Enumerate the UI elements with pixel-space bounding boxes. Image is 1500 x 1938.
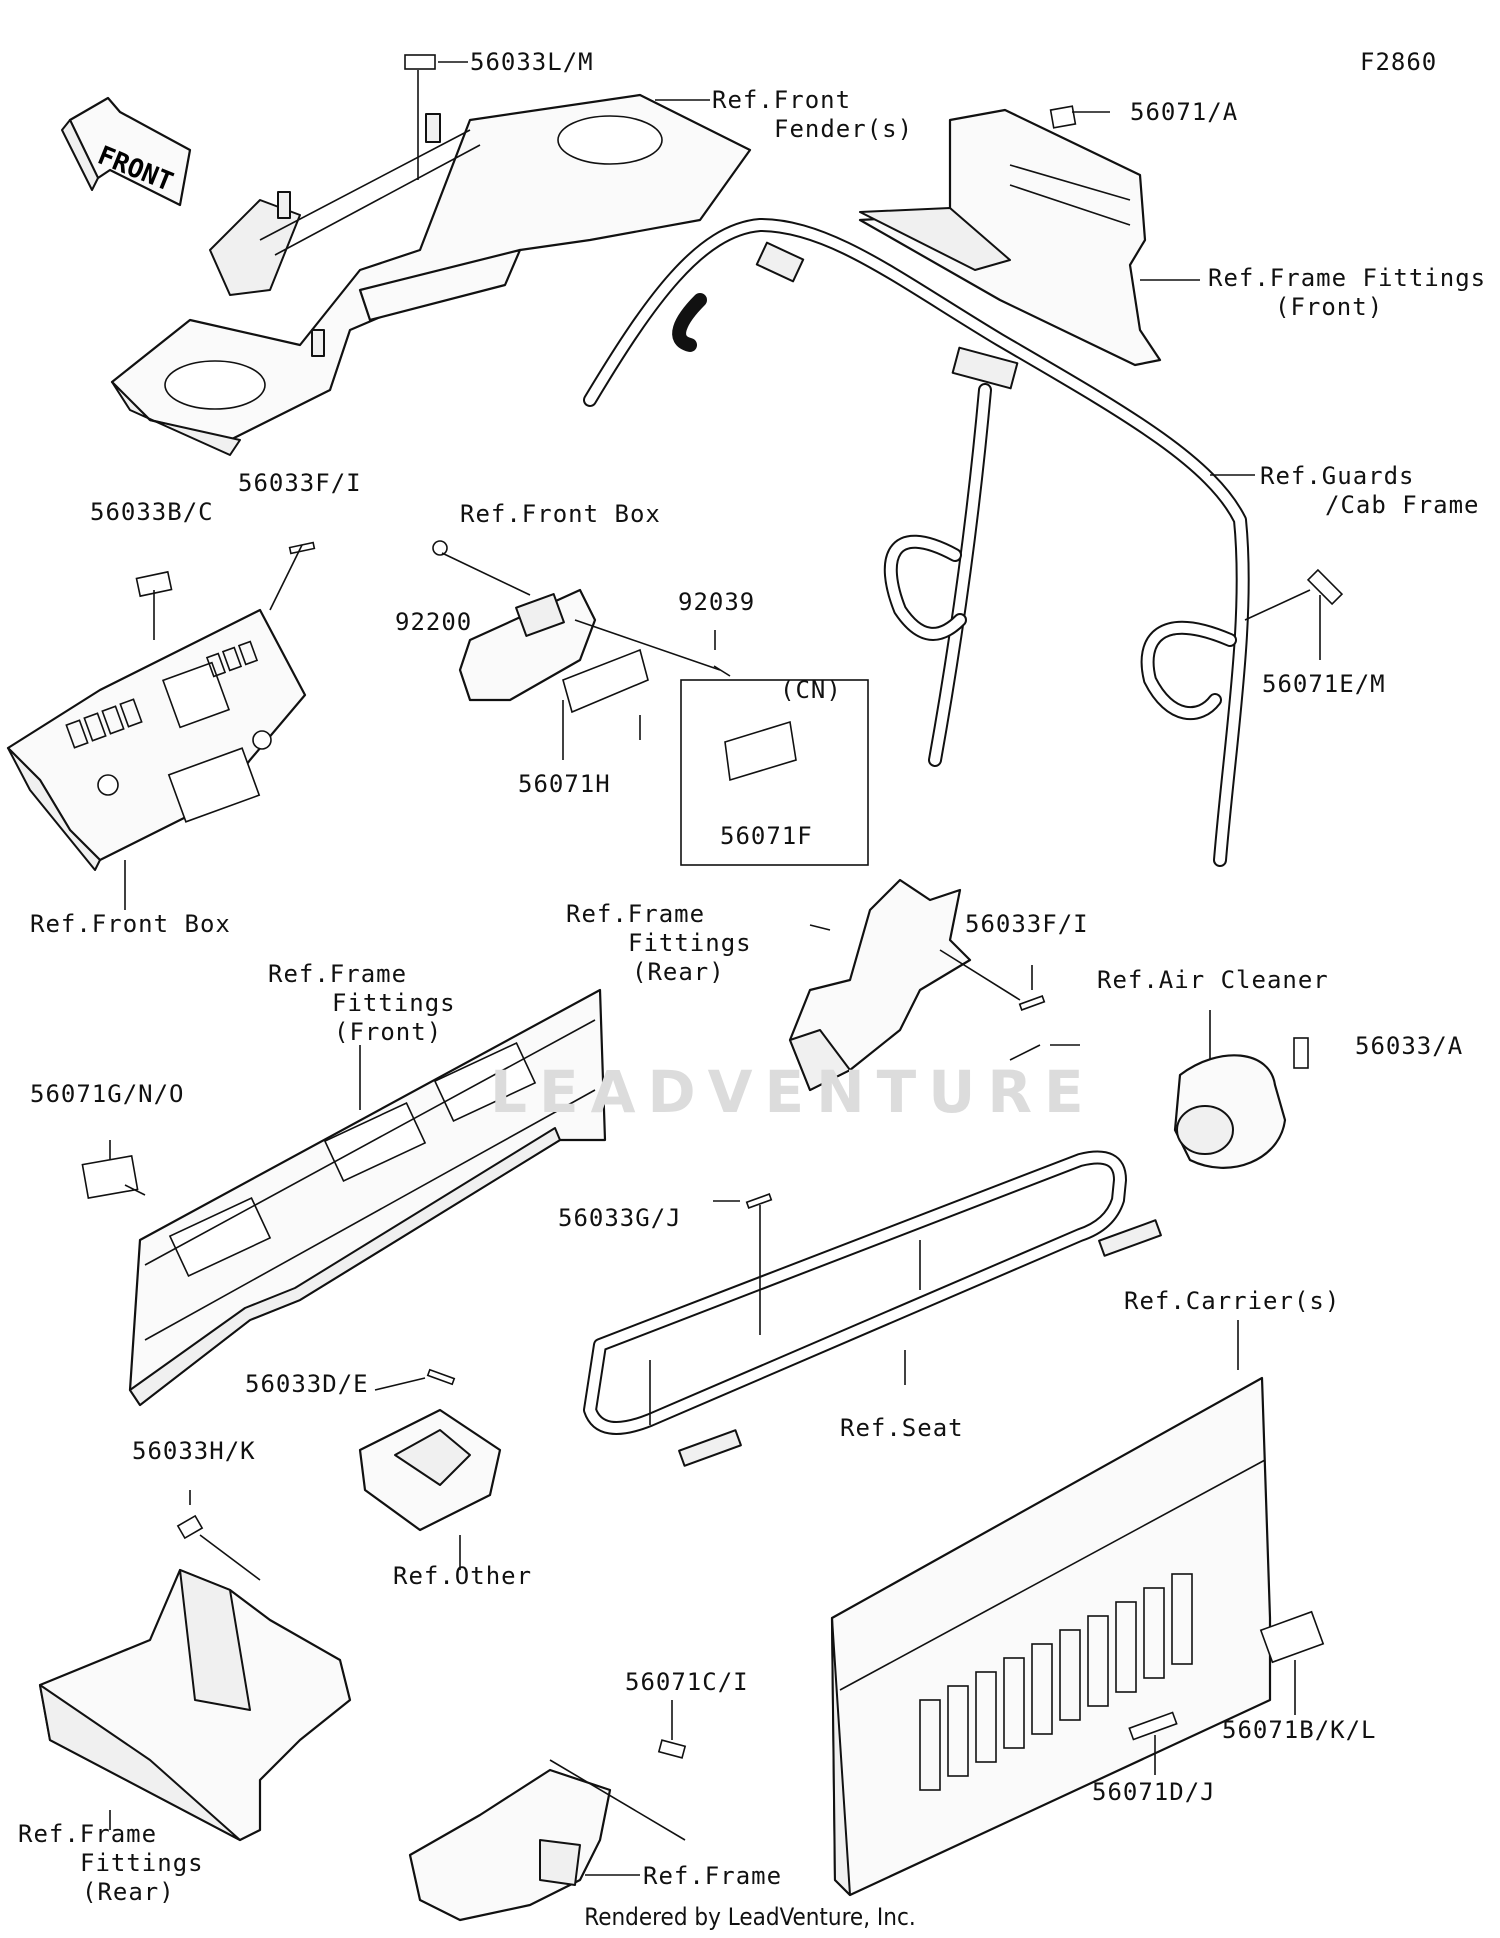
label-ref-frame-fittings-rear-1b: Fittings — [628, 929, 752, 957]
leader-lines — [109, 61, 1321, 1876]
front-fender-assembly — [110, 54, 752, 456]
label-ref-front-box-1: Ref.Front Box — [460, 500, 661, 528]
label-ref-front-fender-2: Fender(s) — [774, 115, 914, 143]
label-56071GNO: 56071G/N/O — [30, 1080, 185, 1108]
front-box-lid — [432, 540, 797, 782]
label-ref-frame-fittings-rear-2c: (Rear) — [82, 1878, 175, 1906]
label-56071DJ: 56071D/J — [1092, 1778, 1216, 1806]
label-56033DE: 56033D/E — [245, 1370, 369, 1398]
cn-box — [680, 679, 869, 866]
label-56033A: 56033/A — [1355, 1032, 1464, 1060]
label-ref-front-box-2: Ref.Front Box — [30, 910, 231, 938]
frame-fittings-rear-small — [788, 878, 1046, 1092]
label-ref-frame-fittings-rear-1c: (Rear) — [632, 958, 725, 986]
label-ref-frame-fittings-rear-2b: Fittings — [80, 1849, 204, 1877]
label-56071F: 56071F — [720, 822, 813, 850]
air-cleaner — [1173, 1037, 1309, 1169]
label-92039: 92039 — [678, 588, 756, 616]
label-ref-frame-fittings-rear-1a: Ref.Frame — [566, 900, 706, 928]
label-56033BC: 56033B/C — [90, 498, 214, 526]
label-ref-frame-fittings-front-2a: Ref.Frame — [268, 960, 408, 988]
label-56071CI: 56071C/I — [625, 1668, 749, 1696]
label-ref-guards-1: Ref.Guards — [1260, 462, 1415, 490]
label-56071EM: 56071E/M — [1262, 670, 1386, 698]
frame-fittings-front-panel — [81, 988, 607, 1407]
label-ref-frame-fittings-rear-2a: Ref.Frame — [18, 1820, 158, 1848]
label-56033HK: 56033H/K — [132, 1437, 256, 1465]
label-ref-frame: Ref.Frame — [643, 1862, 783, 1890]
frame-fittings-rear-large — [38, 1514, 352, 1842]
label-ref-frame-fittings-front-2b: Fittings — [332, 989, 456, 1017]
cover-other — [358, 1368, 502, 1532]
label-ref-seat: Ref.Seat — [840, 1414, 964, 1442]
watermark: LEADVENTURE — [490, 1058, 1096, 1126]
front-box-dash — [6, 541, 316, 871]
label-ref-frame-fittings-front-2c: (Front) — [334, 1018, 443, 1046]
label-92200: 92200 — [395, 608, 473, 636]
label-ref-front-fender-1: Ref.Front — [712, 86, 852, 114]
label-ref-air-cleaner: Ref.Air Cleaner — [1097, 966, 1329, 994]
label-56033LM: 56033L/M — [470, 48, 594, 76]
label-56071A: 56071/A — [1130, 98, 1239, 126]
label-ref-other: Ref.Other — [393, 1562, 533, 1590]
label-ref-frame-fittings-front-1a: Ref.Frame Fittings — [1208, 264, 1487, 292]
label-56033FI-1: 56033F/I — [238, 469, 362, 497]
label-ref-carriers: Ref.Carrier(s) — [1124, 1287, 1341, 1315]
frame-fittings-front-top — [858, 105, 1162, 367]
frame-bottom — [408, 1739, 687, 1922]
label-56071BKL: 56071B/K/L — [1222, 1716, 1377, 1744]
footer-credit: Rendered by LeadVenture, Inc. — [584, 1903, 916, 1931]
cargo-carrier-frame — [583, 1150, 1162, 1467]
figure-code: F2860 — [1360, 48, 1438, 76]
label-ref-frame-fittings-front-1b: (Front) — [1275, 293, 1384, 321]
front-arrow-icon: FRONT — [61, 96, 192, 207]
label-56033FI-2: 56033F/I — [965, 910, 1089, 938]
cab-frame — [583, 218, 1344, 867]
label-ref-guards-2: /Cab Frame — [1325, 491, 1480, 519]
label-cn: (CN) — [780, 676, 842, 704]
label-56071H: 56071H — [518, 770, 611, 798]
label-56033GJ: 56033G/J — [558, 1204, 682, 1232]
rear-carrier-panel — [830, 1376, 1325, 1897]
